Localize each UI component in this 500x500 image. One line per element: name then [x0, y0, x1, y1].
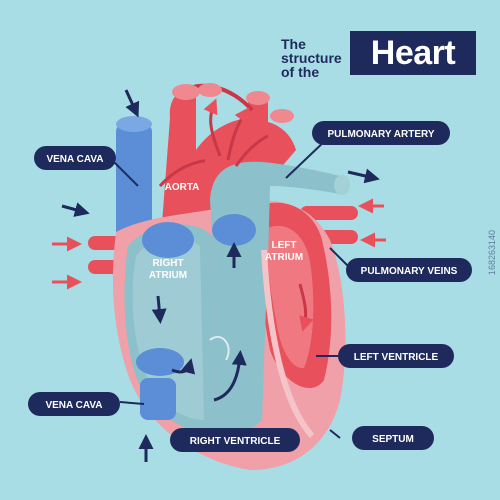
label-left-ventricle-text: LEFT VENTRICLE [354, 352, 439, 363]
title-prefix: The structure of the [281, 37, 342, 79]
label-pulmonary-veins: PULMONARY VEINS [346, 258, 472, 282]
inferior-vena-cava [140, 378, 176, 420]
label-pulmonary-artery-text: PULMONARY ARTERY [327, 129, 434, 140]
label-aorta: AORTA [165, 182, 200, 193]
septum-wall [261, 249, 315, 438]
title-box [350, 31, 476, 75]
label-left-ventricle: LEFT VENTRICLE [338, 344, 454, 368]
label-vena-cava-bottom-text: VENA CAVA [45, 400, 102, 411]
superior-vena-cava [116, 116, 152, 250]
label-pulmonary-artery: PULMONARY ARTERY [312, 121, 450, 145]
label-septum-text: SEPTUM [372, 434, 414, 445]
label-vena-cava-top: VENA CAVA [34, 146, 116, 170]
title-main: Heart [370, 34, 456, 72]
external-arrows [52, 89, 386, 462]
title-line-1: The [281, 36, 306, 52]
label-septum: SEPTUM [352, 426, 434, 450]
stock-id-watermark: 168263140 [487, 230, 497, 276]
label-pulmonary-veins-text: PULMONARY VEINS [361, 266, 458, 277]
label-right-ventricle: RIGHT VENTRICLE [170, 428, 300, 452]
label-vena-cava-top-text: VENA CAVA [46, 154, 103, 165]
label-right-ventricle-text: RIGHT VENTRICLE [190, 436, 281, 447]
title-line-2: structure [281, 50, 342, 66]
label-vena-cava-bottom: VENA CAVA [28, 392, 120, 416]
blood-flow-arrows-navy [151, 242, 247, 402]
title-line-3: of the [281, 64, 320, 80]
blood-flow-arrows-red [158, 98, 314, 332]
